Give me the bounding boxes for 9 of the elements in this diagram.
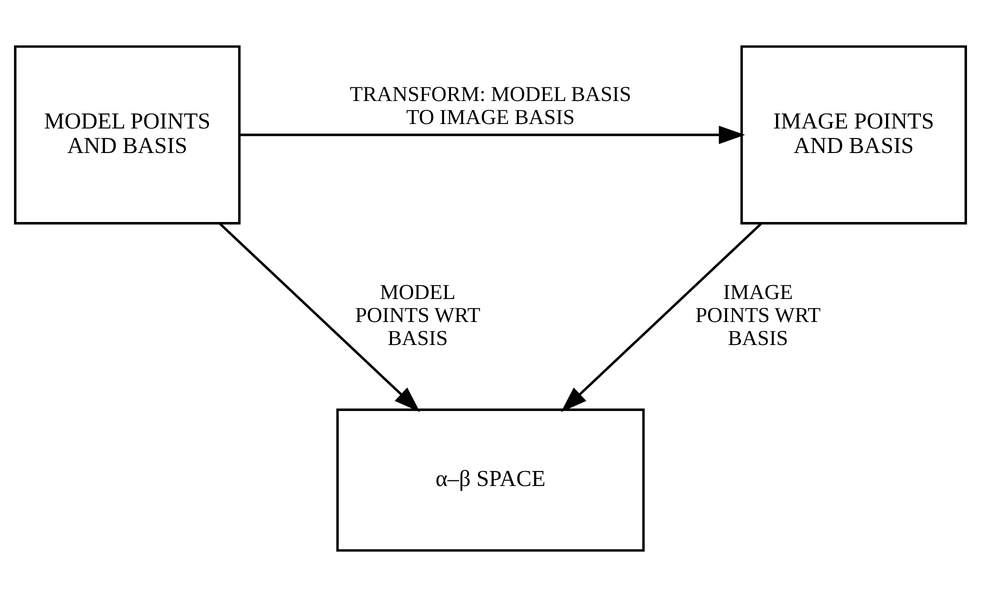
node-box: MODEL POINTS AND BASIS — [14, 44, 241, 224]
arrow — [560, 222, 762, 412]
edge-label: TRANSFORM: MODEL BASIS TO IMAGE BASIS — [350, 82, 632, 129]
arrow — [218, 222, 420, 412]
arrow — [240, 125, 746, 144]
node-box: α–β SPACE — [336, 408, 645, 552]
node-box: IMAGE POINTS AND BASIS — [740, 44, 967, 224]
edge-label: MODEL POINTS WRT BASIS — [355, 280, 480, 350]
edge-label: IMAGE POINTS WRT BASIS — [695, 280, 821, 350]
